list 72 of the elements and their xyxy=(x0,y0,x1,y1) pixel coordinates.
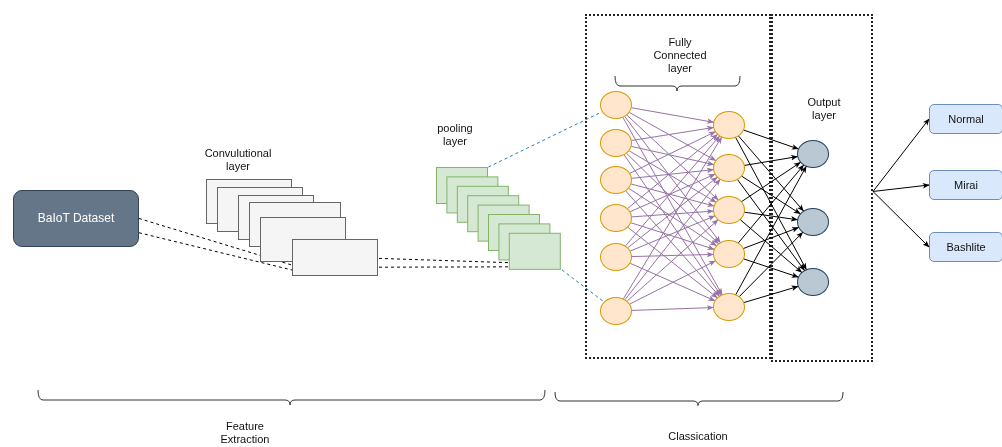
connector-line xyxy=(561,269,605,303)
layer-label: pooling layer xyxy=(436,122,474,148)
connector-line xyxy=(138,232,293,271)
layer-frame xyxy=(771,14,873,362)
neuron-circle xyxy=(600,166,632,194)
arrow xyxy=(631,208,714,218)
arrow xyxy=(624,116,721,243)
class-box: Bashlite xyxy=(929,232,1002,262)
arrow xyxy=(629,173,716,213)
arrow xyxy=(627,134,718,209)
arrow xyxy=(744,154,798,166)
connector-line xyxy=(378,266,510,268)
layer-frame xyxy=(585,14,771,359)
arrow xyxy=(739,219,803,273)
arrow xyxy=(735,166,807,295)
neuron-circle xyxy=(600,297,632,325)
layer-label: Feature Extraction xyxy=(219,420,271,446)
arrow xyxy=(627,176,718,249)
arrow xyxy=(743,285,799,303)
layer-label: Classication xyxy=(667,430,729,443)
dataset-box: BaIoT Dataset xyxy=(13,190,139,247)
arrow xyxy=(630,183,715,207)
arrow xyxy=(872,191,930,248)
arrow xyxy=(628,187,717,247)
feature-map-stack xyxy=(206,179,379,277)
arrow xyxy=(629,215,716,252)
neuron-circle xyxy=(600,204,632,232)
arrow xyxy=(631,107,714,124)
output-neuron-circle xyxy=(797,140,829,168)
pooled-map-stack xyxy=(436,167,562,271)
arrow xyxy=(737,179,805,271)
arrow xyxy=(872,182,930,192)
layer-title: Output layer xyxy=(806,96,842,122)
arrow xyxy=(626,152,719,245)
arrow xyxy=(631,305,714,311)
neuron-circle xyxy=(713,240,745,268)
arrow xyxy=(629,112,717,161)
arrow xyxy=(631,125,714,141)
arrow xyxy=(741,162,801,202)
arrow xyxy=(741,175,801,215)
connector-line xyxy=(378,257,510,264)
arrow xyxy=(631,167,714,179)
arrow xyxy=(625,135,720,247)
neuron-circle xyxy=(600,91,632,119)
output-neuron-circle xyxy=(797,208,829,236)
class-box: Mirai xyxy=(929,170,1002,200)
arrow xyxy=(743,258,799,278)
arrow xyxy=(735,137,807,270)
arrow xyxy=(631,145,715,166)
arrow xyxy=(743,129,799,150)
arrow xyxy=(738,232,804,297)
neuron-circle xyxy=(600,243,632,271)
arrow xyxy=(738,164,804,244)
arrow xyxy=(743,227,799,249)
neuron-circle xyxy=(713,111,745,139)
neuron-circle xyxy=(713,196,745,224)
class-box: Normal xyxy=(929,104,1002,134)
layer-label: Convulutional layer xyxy=(203,147,273,173)
arrow xyxy=(629,131,716,174)
arrow xyxy=(626,114,719,201)
connector-line xyxy=(138,218,293,266)
neuron-circle xyxy=(713,293,745,321)
arrow xyxy=(630,222,715,250)
neuron-circle xyxy=(600,129,632,157)
arrow xyxy=(744,211,798,222)
arrow xyxy=(738,135,804,212)
arrow xyxy=(628,150,717,203)
arrow xyxy=(631,251,714,258)
layer-title: Fully Connected layer xyxy=(652,36,708,75)
arrow xyxy=(872,118,930,192)
output-neuron-circle xyxy=(797,268,829,296)
neuron-circle xyxy=(713,154,745,182)
